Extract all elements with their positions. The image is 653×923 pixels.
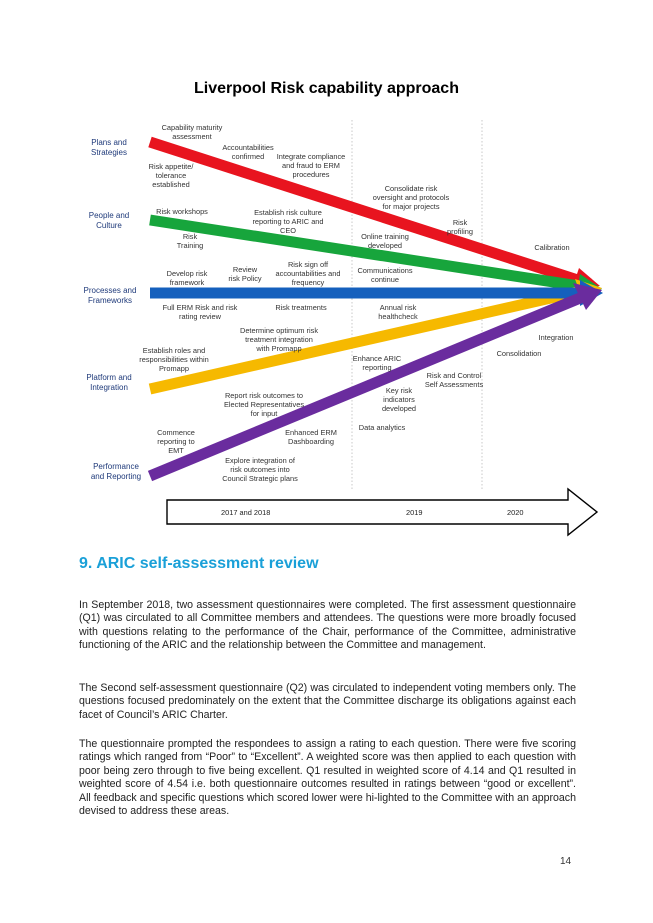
diagram-label: Risk appetite/ tolerance established — [148, 162, 194, 189]
people-arrow-line — [149, 214, 587, 293]
diagram-label: Integration — [538, 333, 574, 342]
timeline-label: 2020 — [507, 508, 524, 517]
diagram-label: Enhanced ERM Dashboarding — [285, 428, 337, 446]
diagram-label: Risk sign off accountabilities and frequ… — [275, 260, 341, 287]
diagram-label: Communications continue — [357, 266, 413, 284]
diagram-label: Annual risk healthcheck — [378, 303, 418, 321]
diagram-label: Risk Training — [176, 232, 204, 250]
paragraph: The questionnaire prompted the respondee… — [79, 738, 576, 818]
diagram-label: Commence reporting to EMT — [157, 428, 195, 455]
platform-arrow-line — [148, 284, 588, 395]
category-plans: Plans and Strategies — [90, 138, 128, 157]
category-performance: Performance and Reporting — [90, 462, 142, 481]
paragraph: In September 2018, two assessment questi… — [79, 599, 576, 652]
diagram-label: Review risk Policy — [228, 265, 262, 283]
page-number: 14 — [560, 856, 572, 867]
diagram-label: Determine optimum risk treatment integra… — [239, 326, 319, 353]
diagram-label: Enhance ARIC reporting — [352, 354, 402, 372]
diagram-label: Explore integration of risk outcomes int… — [222, 456, 298, 483]
diagram-label: Integrate compliance and fraud to ERM pr… — [276, 152, 346, 179]
performance-arrow-line — [147, 290, 588, 482]
diagram-label: Key risk indicators developed — [381, 386, 417, 413]
category-people: People and Culture — [88, 211, 130, 230]
diagram-label: Risk workshops — [156, 207, 208, 216]
diagram-title: Liverpool Risk capability approach — [194, 80, 459, 97]
diagram-label: Accountabilities confirmed — [222, 143, 274, 161]
diagram-label: Risk and Control Self Assessments — [424, 371, 484, 389]
diagram-label: Calibration — [534, 243, 570, 252]
diagram-label: Report risk outcomes to Elected Represen… — [223, 391, 305, 418]
timeline-arrow — [166, 487, 599, 537]
section-heading: 9. ARIC self-assessment review — [79, 555, 319, 572]
diagram-label: Online training developed — [361, 232, 409, 250]
diagram-label: Risk profiling — [447, 218, 473, 236]
diagram-label: Consolidate risk oversight and protocols… — [372, 184, 450, 211]
diagram-label: Establish risk culture reporting to ARIC… — [252, 208, 324, 235]
diagram-label: Establish roles and responsibilities wit… — [139, 346, 209, 373]
performance-arrow-head — [573, 283, 602, 310]
diagram-label: Full ERM Risk and risk rating review — [162, 303, 238, 321]
plans-arrow-line — [148, 136, 592, 290]
timeline-label: 2017 and 2018 — [221, 508, 271, 517]
diagram-label: Risk treatments — [275, 303, 327, 312]
category-platform: Platform and Integration — [86, 373, 132, 392]
timeline-label: 2019 — [406, 508, 423, 517]
diagram-label: Capability maturity assessment — [161, 123, 223, 141]
diagram-label: Data analytics — [358, 423, 406, 432]
diagram-label: Develop risk framework — [166, 269, 208, 287]
diagram-label: Consolidation — [496, 349, 542, 358]
category-processes: Processes and Frameworks — [83, 286, 137, 305]
paragraph: The Second self-assessment questionnaire… — [79, 682, 576, 721]
